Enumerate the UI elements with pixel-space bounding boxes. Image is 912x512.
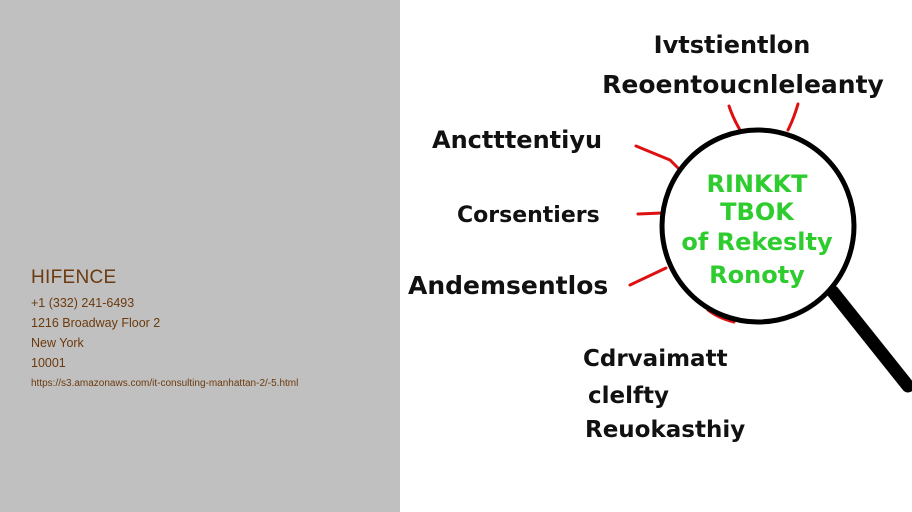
magnifying-glass-icon: [659, 127, 912, 393]
label-bottom-2: clelfty: [588, 383, 669, 409]
connector-left2: [636, 211, 664, 216]
label-left-3: Andemsentlos: [408, 271, 608, 300]
connector-left3: [628, 266, 668, 287]
address-line: 1216 Broadway Floor 2: [31, 316, 161, 330]
label-left-2: Corsentiers: [457, 203, 600, 228]
website-link[interactable]: https://s3.amazonaws.com/it-consulting-m…: [31, 378, 299, 389]
label-top-1: Ivtstientlon: [654, 31, 811, 59]
label-bottom-3: Reuokasthiy: [585, 417, 745, 443]
label-left-1: Anctttentiyu: [432, 126, 602, 154]
brand-name: HIFENCE: [31, 267, 117, 288]
connector-top-b: [786, 102, 800, 132]
connector-left1: [634, 144, 680, 170]
illustration-panel: RINKKT TBOK of Rekeslty Ronoty Ivtstient…: [400, 0, 912, 512]
magnifier-handle: [826, 285, 912, 393]
lens-line-1: RINKKT: [706, 170, 808, 198]
magnifier-illustration: RINKKT TBOK of Rekeslty Ronoty Ivtstient…: [408, 31, 912, 443]
label-bottom-1: Cdrvaimatt: [583, 346, 728, 372]
label-top-2: Reoentoucnleleanty: [602, 70, 884, 99]
magnifier-lens: [659, 127, 857, 325]
connector-top-a: [727, 104, 742, 132]
lens-line-2: TBOK: [720, 198, 795, 226]
contact-block: HIFENCE +1 (332) 241-6493 1216 Broadway …: [31, 267, 298, 394]
lens-line-3: of Rekeslty: [681, 228, 833, 256]
phone-number: +1 (332) 241-6493: [31, 296, 135, 310]
city: New York: [31, 336, 84, 350]
zip-code: 10001: [31, 356, 66, 370]
contact-panel: HIFENCE +1 (332) 241-6493 1216 Broadway …: [0, 0, 400, 512]
lens-line-4: Ronoty: [709, 261, 805, 289]
